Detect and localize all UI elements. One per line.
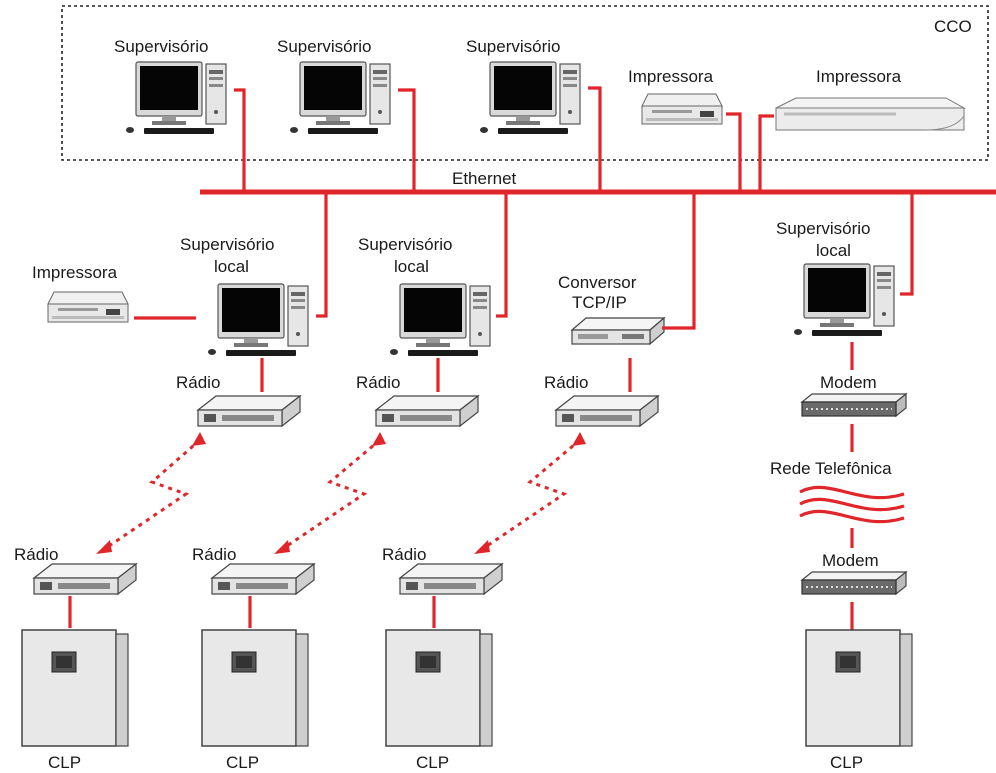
tcp-ip-converter: Conversor TCP/IP [558, 192, 696, 392]
computer-icon [125, 61, 227, 135]
plc-cabinet-icon [385, 629, 493, 747]
cco-boundary [61, 5, 989, 161]
modem-lower: Modem [801, 551, 907, 630]
converter-line2: TCP/IP [572, 293, 627, 312]
radio-icon [375, 395, 479, 427]
top-supervisor-3-label: Supervisório [466, 37, 561, 56]
local-supervisor-1-line1: Supervisório [180, 235, 275, 254]
phone-wave-2 [799, 497, 905, 512]
computer-icon [389, 283, 491, 357]
plc-cabinet-icon [21, 629, 129, 747]
local-supervisor-3-line2: local [816, 241, 851, 260]
plc-2: CLP [201, 629, 309, 772]
plc-cabinet-icon [201, 629, 309, 747]
plc-2-label: CLP [226, 753, 259, 772]
local-supervisor-1-wire [316, 192, 328, 318]
top-supervisor-1-label: Supervisório [114, 37, 209, 56]
modem-lower-label: Modem [822, 551, 879, 570]
top-supervisor-3: Supervisório [466, 37, 602, 192]
computer-icon [793, 263, 895, 337]
plc-4: CLP [805, 629, 913, 772]
local-supervisor-2-wire [496, 192, 508, 318]
upper-radio-2-label: Rádio [356, 373, 400, 392]
converter-wire [662, 192, 696, 330]
modem-icon [801, 571, 907, 595]
upper-radio-3-label: Rádio [544, 373, 588, 392]
ethernet-label: Ethernet [452, 169, 517, 188]
plc-1: CLP [21, 629, 129, 772]
side-printer: Impressora [32, 263, 196, 323]
radio-icon [399, 563, 503, 595]
radio-icon [197, 395, 301, 427]
computer-icon [207, 283, 309, 357]
upper-radio-2: Rádio [356, 373, 479, 427]
top-printer-2: Impressora [758, 67, 966, 192]
upper-radio-1-label: Rádio [176, 373, 220, 392]
plc-1-label: CLP [48, 753, 81, 772]
top-supervisor-1-wire [234, 88, 246, 192]
plc-cabinet-icon [805, 629, 913, 747]
top-printer-2-wire [758, 114, 774, 192]
upper-radio-3: Rádio [544, 373, 659, 427]
plc-3-label: CLP [416, 753, 449, 772]
local-supervisor-2: Supervisório local [358, 192, 508, 392]
local-supervisor-3-line1: Supervisório [776, 219, 871, 238]
modem-upper: Modem [801, 373, 907, 452]
lower-radio-1-label: Rádio [14, 545, 58, 564]
radio-link-1 [96, 432, 206, 554]
local-supervisor-1-line2: local [214, 257, 249, 276]
radio-icon [211, 563, 315, 595]
converter-line1: Conversor [558, 273, 637, 292]
local-supervisor-1: Supervisório local [180, 192, 328, 392]
local-supervisor-3: Supervisório local [776, 192, 914, 370]
phone-network-label: Rede Telefônica [770, 459, 892, 478]
local-supervisor-2-line2: local [394, 257, 429, 276]
radio-link-2 [274, 432, 386, 554]
top-supervisor-2: Supervisório [277, 37, 416, 192]
top-supervisor-1: Supervisório [114, 37, 246, 192]
printer-icon [641, 93, 723, 125]
top-printer-1: Impressora [628, 67, 742, 192]
radio-icon [555, 395, 659, 427]
wide-printer-icon [774, 96, 966, 132]
top-printer-2-label: Impressora [816, 67, 902, 86]
phone-network: Rede Telefônica [770, 459, 905, 548]
plc-3: CLP [385, 629, 493, 772]
phone-wave-3 [799, 509, 905, 524]
top-printer-1-wire [726, 112, 742, 192]
upper-radio-1: Rádio [176, 373, 301, 427]
top-supervisor-2-wire [398, 88, 416, 192]
converter-icon [571, 317, 665, 345]
lower-radio-2: Rádio [192, 545, 315, 628]
lower-radio-3: Rádio [382, 545, 503, 628]
printer-icon [47, 291, 129, 323]
modem-icon [801, 393, 907, 417]
side-printer-label: Impressora [32, 263, 118, 282]
radio-icon [33, 563, 137, 595]
lower-radio-2-label: Rádio [192, 545, 236, 564]
top-printer-1-label: Impressora [628, 67, 714, 86]
plc-4-label: CLP [830, 753, 863, 772]
local-supervisor-2-line1: Supervisório [358, 235, 453, 254]
phone-wave-1 [799, 485, 905, 500]
radio-link-3 [474, 432, 586, 554]
cco-label: CCO [934, 17, 972, 36]
local-supervisor-3-wire [900, 192, 914, 296]
computer-icon [479, 61, 581, 135]
lower-radio-3-label: Rádio [382, 545, 426, 564]
lower-radio-1: Rádio [14, 545, 137, 628]
top-supervisor-3-wire [588, 86, 602, 192]
computer-icon [289, 61, 391, 135]
top-supervisor-2-label: Supervisório [277, 37, 372, 56]
modem-upper-label: Modem [820, 373, 877, 392]
